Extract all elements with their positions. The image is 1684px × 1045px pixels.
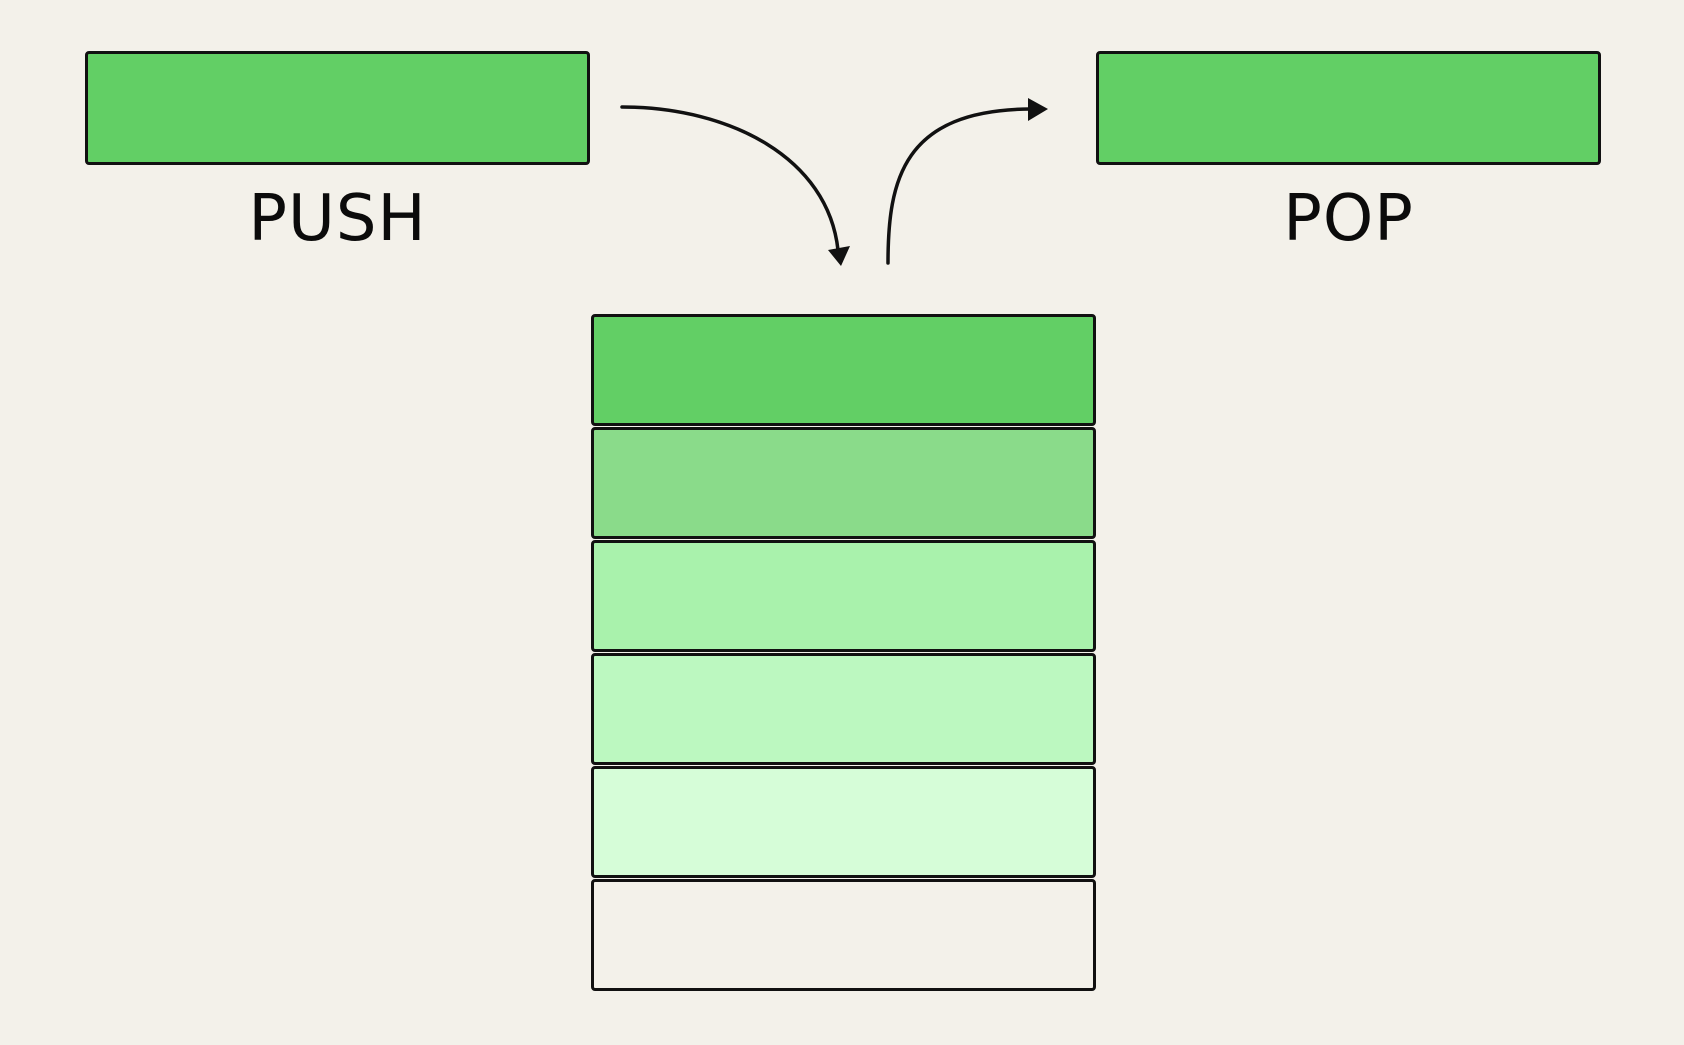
push-element [85,51,590,165]
pop-arrowhead-icon [1028,98,1048,121]
pop-element [1096,51,1601,165]
push-arrowhead-icon [828,246,850,266]
stack-slot [591,540,1096,652]
stack-slot [591,766,1096,878]
stack-slot [591,653,1096,765]
push-label: PUSH [248,182,427,256]
pop-arrow [886,107,1032,265]
stack-slot [591,879,1096,991]
stack-top-slot [591,314,1096,426]
push-arrow [620,105,840,252]
stack [591,314,1096,992]
stack-slot [591,427,1096,539]
pop-label: POP [1283,182,1414,256]
